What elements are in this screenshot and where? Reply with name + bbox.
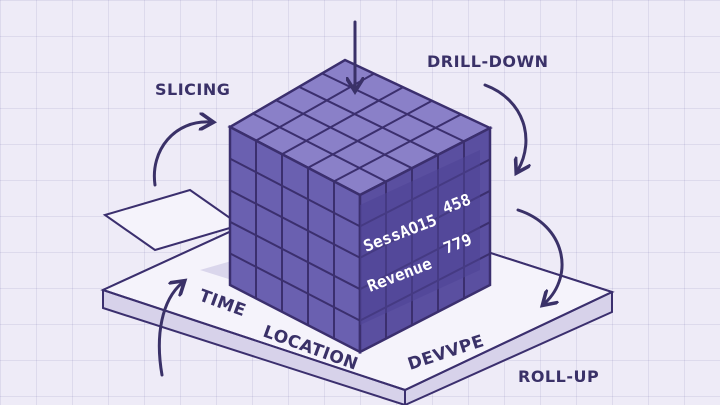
label-roll-up: ROLL-UP [518,367,599,386]
cube-top-gridline [275,99,413,170]
cube-left-gridline [229,220,361,291]
cube-top-gridline [252,112,387,183]
roll-up-arrow [157,283,182,377]
slicing-arrow [152,122,210,187]
cube-top-gridline [298,85,439,156]
cube-top-gridline [333,113,462,183]
right-curve-arrow [516,208,564,303]
cube-left-gridline [229,157,361,228]
cube-top-gridline [281,86,404,156]
drill-down-arrow [483,83,526,170]
cube-left-gridline [229,189,361,259]
label-slicing: SLICING [155,80,230,99]
cube-top-gridline [321,72,465,143]
cube-top-gridline [307,99,433,169]
cube-left-gridline [229,252,361,322]
label-drill-down: DRILL-DOWN [427,52,549,71]
data-panel: SessAO15 458 Revenue 779 [360,150,480,325]
